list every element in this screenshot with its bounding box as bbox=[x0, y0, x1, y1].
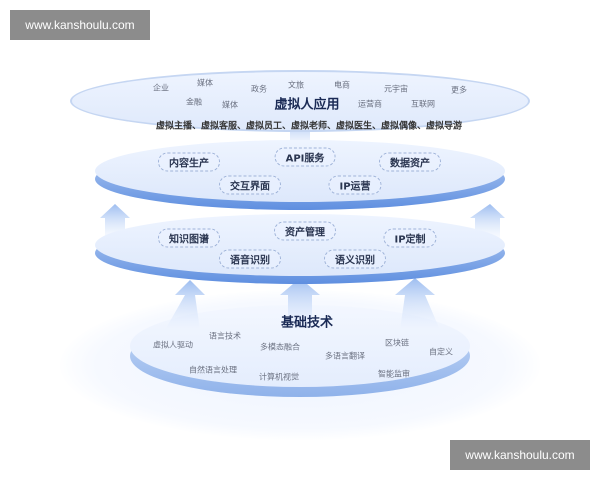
base-item: 自定义 bbox=[429, 347, 453, 357]
lower-item: 资产管理 bbox=[274, 221, 336, 241]
lower-item: 语音识别 bbox=[219, 249, 281, 269]
watermark-top: www.kanshoulu.com bbox=[10, 10, 150, 40]
tag: 互联网 bbox=[411, 99, 435, 109]
base-item: 自然语言处理 bbox=[189, 365, 237, 375]
tag: 文旅 bbox=[288, 80, 304, 90]
tag: 媒体 bbox=[197, 78, 213, 88]
tag: 运营商 bbox=[358, 99, 382, 109]
base-item: 多模态融合 bbox=[260, 342, 300, 352]
top-layer-title: 虚拟人应用 bbox=[274, 97, 340, 113]
tag: 元宇宙 bbox=[384, 84, 408, 94]
tag: 媒体 bbox=[222, 100, 238, 110]
base-item: 多语言翻译 bbox=[325, 351, 365, 361]
tag: 企业 bbox=[153, 83, 169, 93]
tag: 政务 bbox=[251, 84, 267, 94]
middle-item: 交互界面 bbox=[219, 175, 281, 195]
tag: 更多 bbox=[451, 85, 467, 95]
middle-item: 数据资产 bbox=[379, 152, 441, 172]
base-item: 区块链 bbox=[385, 338, 409, 348]
roles-line: 虚拟主播、虚拟客服、虚拟员工、虚拟老师、虚拟医生、虚拟偶像、虚拟导游 bbox=[155, 121, 463, 132]
base-layer-title: 基础技术 bbox=[280, 315, 334, 331]
lower-item: IP定制 bbox=[383, 228, 437, 248]
tag: 金融 bbox=[186, 97, 202, 107]
base-item: 语言技术 bbox=[209, 331, 241, 341]
base-item: 虚拟人驱动 bbox=[153, 340, 193, 350]
top-disc bbox=[70, 70, 530, 132]
middle-item: API服务 bbox=[274, 147, 336, 167]
watermark-bottom: www.kanshoulu.com bbox=[450, 440, 590, 470]
tag: 电商 bbox=[334, 80, 350, 90]
base-item: 计算机视觉 bbox=[259, 372, 299, 382]
middle-item: IP运营 bbox=[328, 175, 382, 195]
lower-item: 知识图谱 bbox=[158, 228, 220, 248]
base-item: 智能监审 bbox=[378, 369, 410, 379]
middle-item: 内容生产 bbox=[158, 152, 220, 172]
lower-item: 语义识别 bbox=[324, 249, 386, 269]
